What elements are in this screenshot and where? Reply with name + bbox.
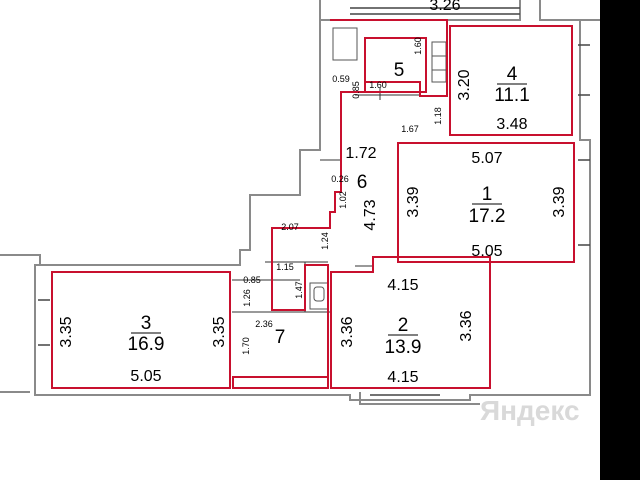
window-marks bbox=[38, 7, 590, 396]
room-2-width-bottom: 4.15 bbox=[387, 369, 418, 386]
dim-1-18: 1.18 bbox=[433, 107, 443, 125]
room-1-outline bbox=[397, 142, 575, 263]
room-3-height-left: 3.35 bbox=[58, 316, 75, 347]
room-1-height-left: 3.39 bbox=[405, 186, 422, 217]
room-4-height-left: 3.20 bbox=[456, 69, 473, 100]
room-1-width-top: 5.07 bbox=[471, 150, 502, 167]
dim-0-59: 0.59 bbox=[332, 74, 350, 84]
watermark: Яндекс bbox=[480, 395, 580, 426]
room-1-area: 17.2 bbox=[469, 206, 506, 227]
room-3-area: 16.9 bbox=[128, 334, 165, 355]
room-1-height-right: 3.39 bbox=[551, 186, 568, 217]
room-7-outline bbox=[232, 376, 329, 389]
dim-2-07: 2.07 bbox=[281, 222, 299, 232]
room-5-height: 1.60 bbox=[413, 37, 423, 55]
room-2-number: 2 bbox=[398, 315, 409, 336]
room-1-width-bottom: 5.05 bbox=[471, 243, 502, 260]
room-3-height-right: 3.35 bbox=[211, 316, 228, 347]
room-6-outline bbox=[271, 19, 448, 388]
room-2-area: 13.9 bbox=[385, 337, 422, 358]
room-1-number: 1 bbox=[482, 184, 493, 205]
room-5-outline bbox=[364, 37, 427, 93]
room-5-width: 1.60 bbox=[369, 80, 387, 90]
dim-1-15: 1.15 bbox=[276, 262, 294, 272]
room-2-height-right: 3.36 bbox=[458, 310, 475, 341]
room-3-outline bbox=[51, 271, 231, 389]
dim-0-85-b: 0.85 bbox=[243, 275, 261, 285]
dim-0-85-a: 0.85 bbox=[351, 81, 361, 99]
room-2-width-top: 4.15 bbox=[387, 277, 418, 294]
top-dimension: 3.26 bbox=[429, 0, 460, 14]
dim-1-24: 1.24 bbox=[320, 232, 330, 250]
room-5-number: 5 bbox=[394, 60, 405, 81]
dim-1-67: 1.67 bbox=[401, 124, 419, 134]
room-outlines bbox=[51, 19, 575, 389]
room-4-width-bottom: 3.48 bbox=[496, 116, 527, 133]
room-6-width: 1.72 bbox=[345, 145, 376, 162]
room-4-area: 11.1 bbox=[494, 85, 530, 106]
room-7-width: 2.36 bbox=[255, 319, 273, 329]
room-7-number: 7 bbox=[275, 327, 286, 348]
dim-0-26: 0.26 bbox=[331, 174, 349, 184]
room-4-outline bbox=[449, 25, 573, 136]
dim-1-02: 1.02 bbox=[338, 191, 348, 209]
plan-sheet bbox=[0, 0, 600, 480]
dim-1-26: 1.26 bbox=[242, 289, 252, 307]
room-3-number: 3 bbox=[141, 313, 152, 334]
room-6-height: 4.73 bbox=[362, 199, 379, 230]
room-2-height-left: 3.36 bbox=[339, 316, 356, 347]
room-3-width-bottom: 5.05 bbox=[130, 368, 161, 385]
room-6-number: 6 bbox=[357, 172, 368, 193]
room-4-number: 4 bbox=[507, 64, 518, 85]
room-7-height: 1.70 bbox=[241, 337, 251, 355]
room-2-outline bbox=[330, 256, 491, 389]
dim-1-47: 1.47 bbox=[294, 281, 304, 299]
